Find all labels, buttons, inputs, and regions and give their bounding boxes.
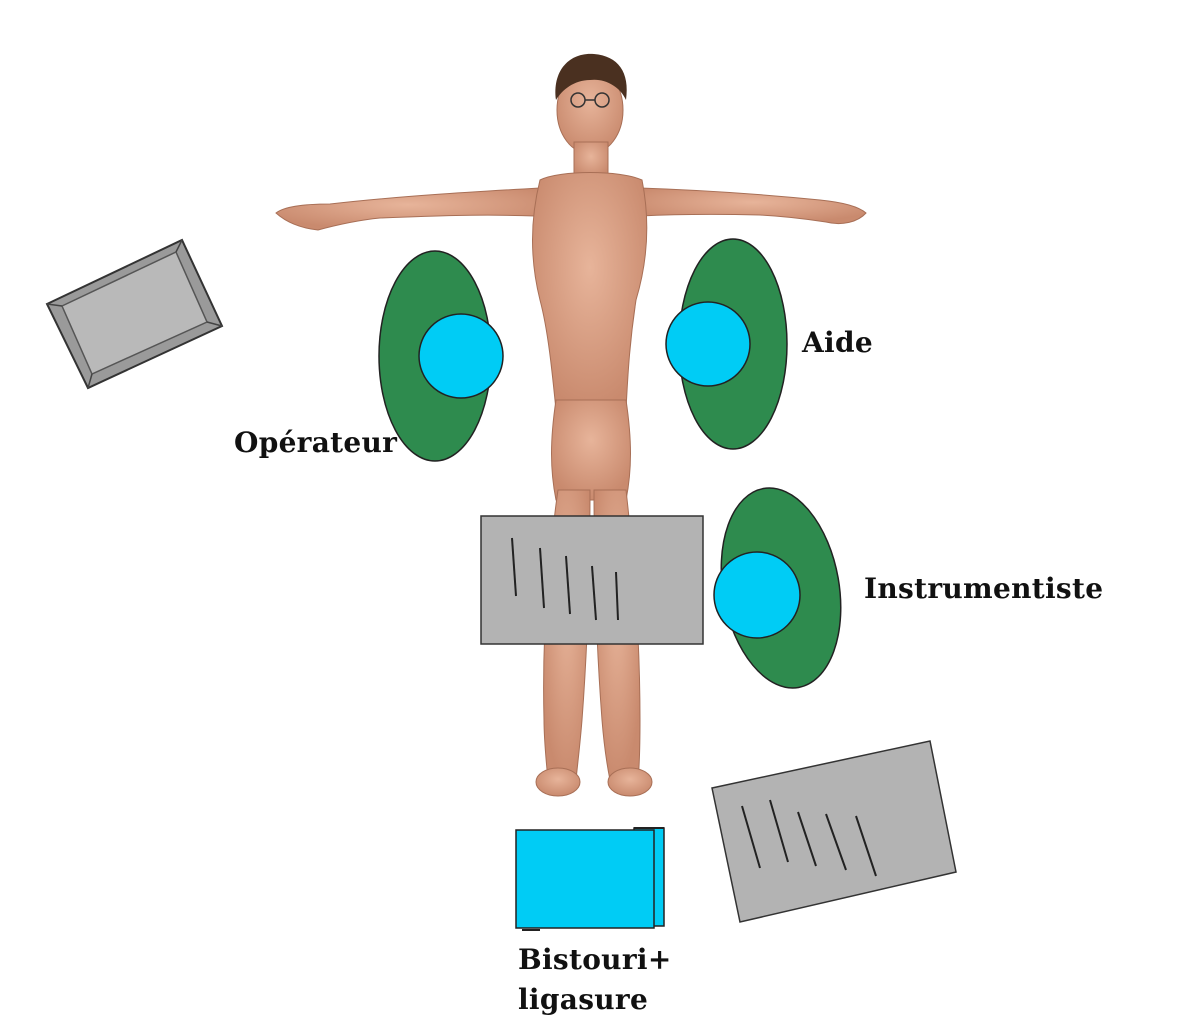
instrument-table-icon (480, 515, 704, 645)
assistant-icon (665, 238, 788, 450)
scrub-nurse-icon (713, 487, 842, 689)
back-table-icon (711, 740, 957, 923)
label-bistouri-line1: Bistouri+ (518, 943, 672, 976)
label-bistouri-ligasure: Bistouri+ ligasure (518, 940, 672, 1020)
surgeon-icon (378, 250, 504, 462)
label-bistouri-line2: ligasure (518, 983, 649, 1016)
generator-icon (515, 827, 665, 931)
hair (555, 53, 627, 100)
label-instrumentiste: Instrumentiste (864, 572, 1104, 605)
monitor-icon (45, 238, 224, 390)
label-aide: Aide (802, 326, 873, 359)
glasses (570, 92, 610, 108)
label-operateur: Opérateur (234, 426, 398, 459)
